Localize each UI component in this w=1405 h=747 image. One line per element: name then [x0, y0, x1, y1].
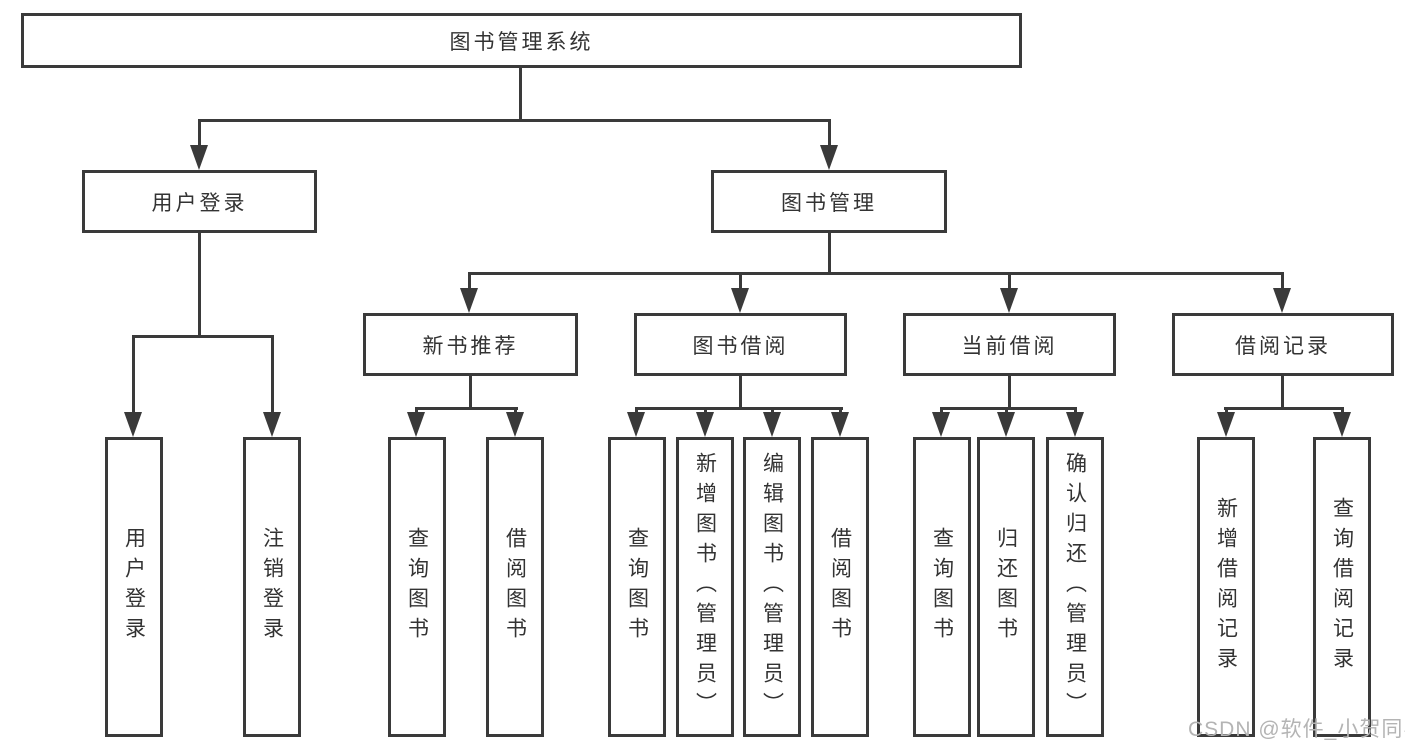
connector-line: [198, 233, 201, 337]
arrow-down-icon: [124, 412, 142, 437]
node-current-borrowing: 当前借阅: [903, 313, 1116, 376]
node-label: 注销登录: [260, 527, 284, 647]
node-label: 用户登录: [122, 527, 146, 647]
arrow-down-icon: [1217, 412, 1235, 437]
leaf-records-query-record: 查询借阅记录: [1313, 437, 1371, 737]
connector-line: [771, 407, 774, 416]
connector-line: [828, 233, 831, 274]
node-borrow-records: 借阅记录: [1172, 313, 1394, 376]
node-label: 查询图书: [405, 527, 429, 647]
leaf-borrowing-query-books: 查询图书: [608, 437, 666, 737]
arrow-down-icon: [1273, 288, 1291, 313]
node-label: 图书借阅: [692, 334, 789, 358]
node-book-borrowing: 图书借阅: [634, 313, 847, 376]
connector-line: [1008, 272, 1011, 290]
arrow-down-icon: [190, 145, 208, 170]
arrow-down-icon: [831, 412, 849, 437]
connector-line: [1008, 376, 1011, 409]
node-label: 查询图书: [625, 527, 649, 647]
arrow-down-icon: [763, 412, 781, 437]
node-new-book-recommend: 新书推荐: [363, 313, 578, 376]
connector-line: [271, 335, 274, 414]
connector-line: [1005, 407, 1008, 416]
leaf-user-login: 用户登录: [105, 437, 163, 737]
arrow-down-icon: [1066, 412, 1084, 437]
connector-line: [468, 272, 471, 290]
connector-line: [1074, 407, 1077, 416]
connector-line: [1225, 407, 1228, 416]
node-label: 新书推荐: [422, 334, 519, 358]
csdn-watermark: CSDN @软件_小贺同学: [1188, 718, 1405, 741]
connector-line: [469, 376, 472, 409]
leaf-borrowing-edit-books-admin: 编辑图书（管理员）: [743, 437, 801, 737]
connector-line: [940, 407, 1077, 410]
node-label: 确认归还（管理员）: [1063, 452, 1087, 722]
arrow-down-icon: [627, 412, 645, 437]
leaf-logout: 注销登录: [243, 437, 301, 737]
connector-line: [132, 335, 135, 414]
arrow-down-icon: [932, 412, 950, 437]
arrow-down-icon: [696, 412, 714, 437]
arrow-down-icon: [407, 412, 425, 437]
arrow-down-icon: [263, 412, 281, 437]
connector-line: [1281, 272, 1284, 290]
connector-line: [635, 407, 638, 416]
node-book-management: 图书管理: [711, 170, 947, 233]
arrow-down-icon: [1333, 412, 1351, 437]
leaf-newbook-query-books: 查询图书: [388, 437, 446, 737]
connector-line: [839, 407, 842, 416]
connector-line: [198, 119, 831, 122]
connector-line: [739, 376, 742, 409]
connector-line: [415, 407, 418, 416]
connector-line: [1341, 407, 1344, 416]
arrow-down-icon: [997, 412, 1015, 437]
leaf-current-return-books: 归还图书: [977, 437, 1035, 737]
node-label: 用户登录: [151, 191, 248, 215]
node-label: 借阅图书: [503, 527, 527, 647]
connector-line: [198, 119, 201, 147]
node-label: 编辑图书（管理员）: [760, 452, 784, 722]
connector-line: [940, 407, 943, 416]
node-label: 查询图书: [930, 527, 954, 647]
leaf-borrowing-add-books-admin: 新增图书（管理员）: [676, 437, 734, 737]
node-label: 借阅记录: [1235, 334, 1331, 358]
node-label: 图书管理系统: [449, 30, 594, 54]
node-label: 借阅图书: [828, 527, 852, 647]
arrow-down-icon: [460, 288, 478, 313]
node-label: 图书管理: [781, 191, 877, 215]
node-user-login: 用户登录: [82, 170, 317, 233]
leaf-current-query-books: 查询图书: [913, 437, 971, 737]
connector-line: [1224, 407, 1344, 410]
leaf-records-add-record: 新增借阅记录: [1197, 437, 1255, 737]
node-label: 新增借阅记录: [1214, 497, 1238, 677]
node-label: 当前借阅: [961, 334, 1058, 358]
leaf-borrowing-borrow-books: 借阅图书: [811, 437, 869, 737]
connector-line: [514, 407, 517, 416]
connector-line: [704, 407, 707, 416]
node-label: 查询借阅记录: [1330, 497, 1354, 677]
arrow-down-icon: [506, 412, 524, 437]
connector-line: [415, 407, 518, 410]
connector-line: [739, 272, 742, 290]
connector-line: [635, 407, 843, 410]
arrow-down-icon: [731, 288, 749, 313]
arrow-down-icon: [820, 145, 838, 170]
node-label: 归还图书: [994, 527, 1018, 647]
arrow-down-icon: [1000, 288, 1018, 313]
connector-line: [828, 119, 831, 147]
connector-line: [132, 335, 274, 338]
leaf-current-confirm-return-admin: 确认归还（管理员）: [1046, 437, 1104, 737]
connector-line: [468, 272, 1284, 275]
node-label: 新增图书（管理员）: [693, 452, 717, 722]
connector-line: [519, 67, 522, 121]
node-root-library-system: 图书管理系统: [21, 13, 1022, 68]
connector-line: [1281, 376, 1284, 409]
leaf-newbook-borrow-books: 借阅图书: [486, 437, 544, 737]
